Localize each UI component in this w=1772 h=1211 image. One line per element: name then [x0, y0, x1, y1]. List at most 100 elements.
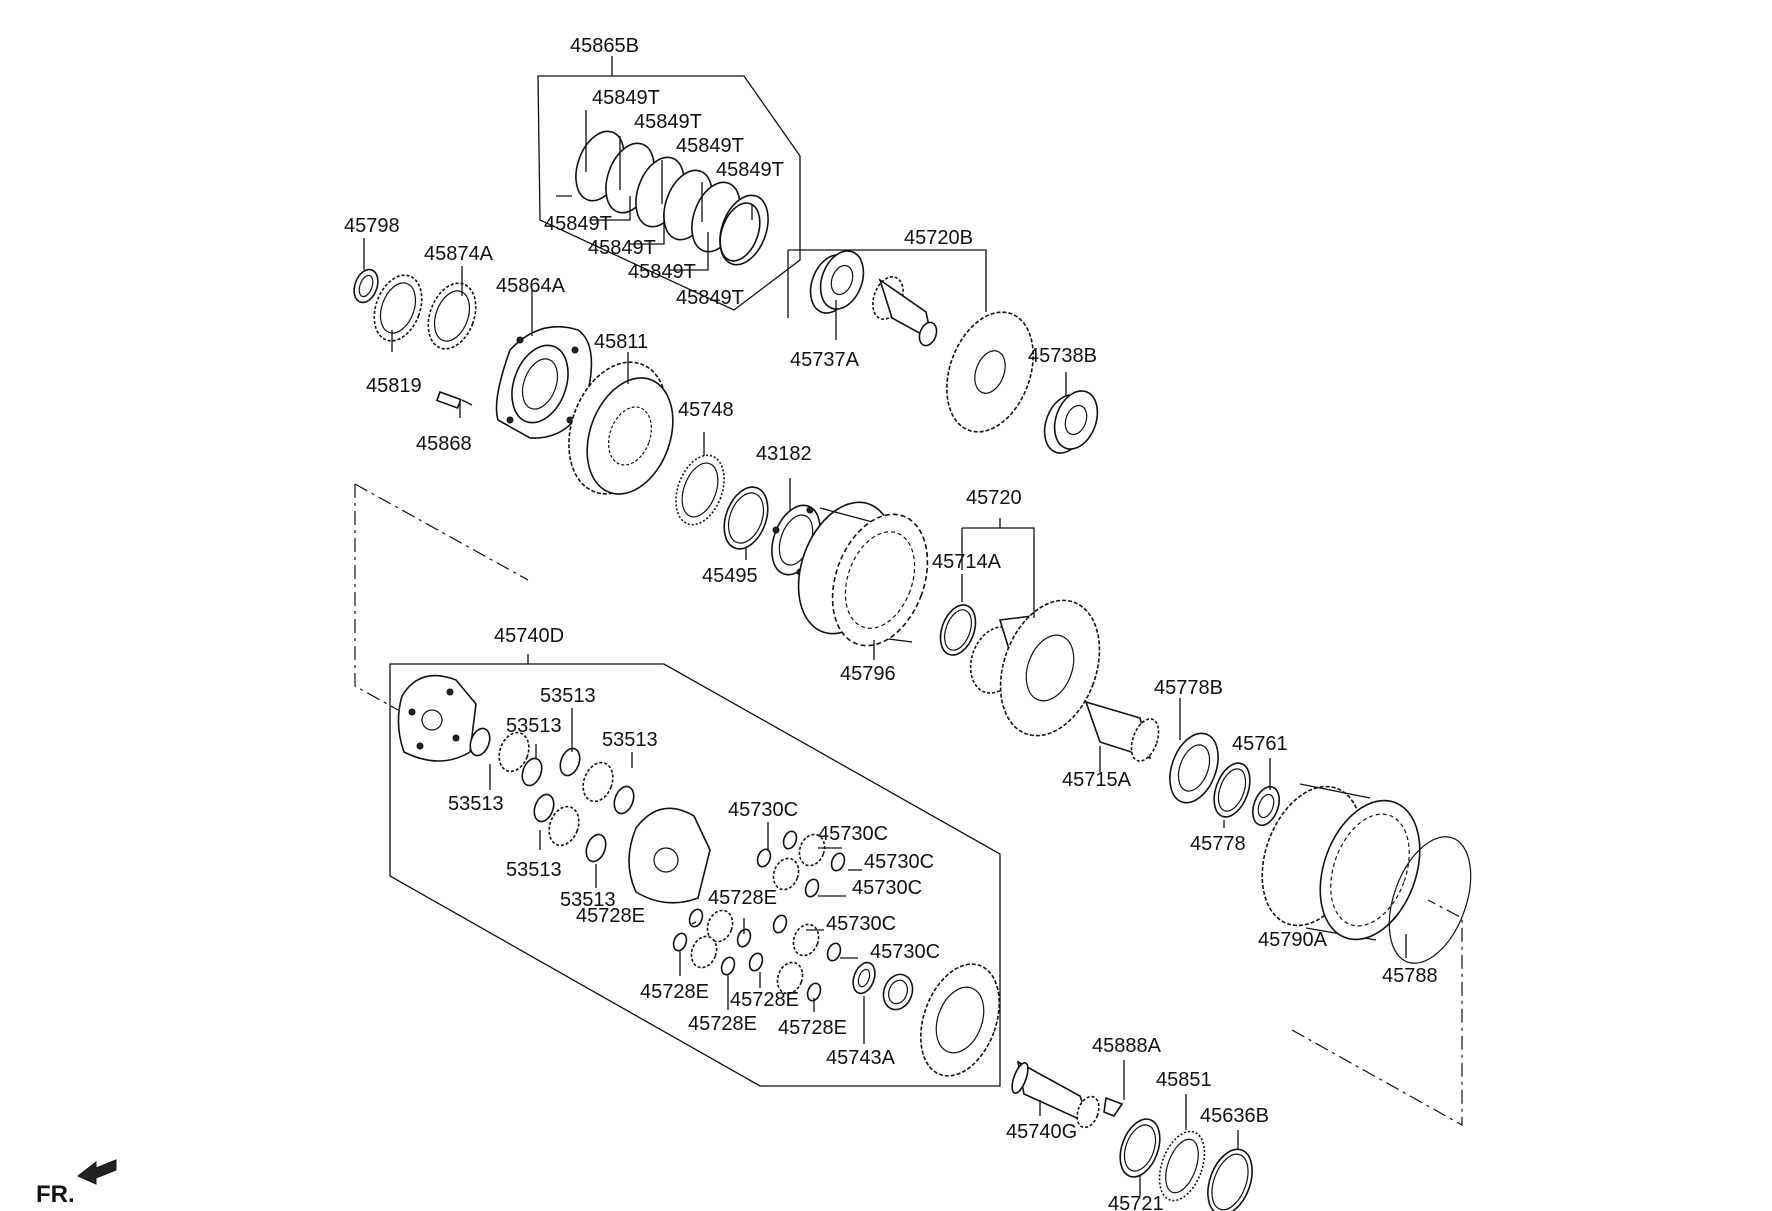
label-45888A: 45888A [1092, 1035, 1162, 1057]
label-45849T-6: 45849T [588, 237, 656, 259]
label-45738B: 45738B [1028, 345, 1097, 367]
label-45788: 45788 [1382, 965, 1438, 987]
bearing-45737A [809, 250, 865, 314]
label-43182: 43182 [756, 443, 812, 465]
label-45714A: 45714A [932, 551, 1002, 573]
bushing [882, 973, 914, 1011]
label-45715A: 45715A [1062, 769, 1132, 791]
label-45864A: 45864A [496, 275, 566, 297]
pinion-set-45730C-45728E [672, 830, 846, 1002]
ring-45636B [1207, 1148, 1253, 1211]
ring-45798 [353, 268, 379, 304]
label-45730C-2: 45730C [818, 823, 888, 845]
bearing-45819 [373, 274, 423, 342]
label-45868: 45868 [416, 433, 472, 455]
label-45728E-3: 45728E [640, 981, 709, 1003]
drum-45796 [797, 501, 929, 647]
guide-line-left-vertical [354, 484, 399, 711]
label-45730C-5: 45730C [826, 913, 896, 935]
label-45743A: 45743A [826, 1047, 896, 1069]
label-45798: 45798 [344, 215, 400, 237]
washer-45743A [852, 961, 876, 995]
label-45849T-4: 45849T [716, 159, 784, 181]
label-45737A: 45737A [790, 349, 860, 371]
shaft-45720B [872, 275, 938, 347]
gear-45811 [568, 361, 674, 495]
label-45849T-1: 45849T [592, 87, 660, 109]
washer-45748 [675, 454, 725, 526]
label-45740G: 45740G [1006, 1121, 1077, 1143]
seal-45761 [1252, 785, 1280, 827]
label-45849T-2: 45849T [634, 111, 702, 133]
label-45761: 45761 [1232, 733, 1288, 755]
label-45819: 45819 [366, 375, 422, 397]
snap-ring-45788 [1388, 836, 1472, 964]
label-45811: 45811 [594, 331, 648, 353]
label-45778: 45778 [1190, 833, 1246, 855]
label-45720B: 45720B [904, 227, 973, 249]
label-45849T-3: 45849T [676, 135, 744, 157]
label-53513-5: 53513 [506, 859, 562, 881]
arrow-icon [77, 1159, 117, 1185]
label-45730C-6: 45730C [870, 941, 940, 963]
label-45849T-5: 45849T [544, 213, 612, 235]
ring-45721 [1119, 1118, 1161, 1178]
label-45728E-6: 45728E [778, 1017, 847, 1039]
label-45849T-7: 45849T [628, 261, 696, 283]
carrier-plate-left [397, 674, 477, 762]
label-45778B: 45778B [1154, 677, 1223, 699]
retainer-plate-45864A [495, 326, 593, 439]
shaft-45715A [1084, 700, 1160, 762]
label-45849T-8: 45849T [676, 287, 744, 309]
guide-line-right [1291, 899, 1463, 1127]
carrier-plate-right [919, 963, 1001, 1077]
clutch-ring-stack [575, 130, 769, 266]
ring-45495 [723, 486, 769, 550]
label-45720: 45720 [966, 487, 1022, 509]
label-53513-1: 53513 [540, 685, 596, 707]
group-box-45865B [537, 75, 801, 311]
label-45796: 45796 [840, 663, 896, 685]
bearing-45738B [1043, 390, 1099, 454]
direction-label: FR. [36, 1181, 75, 1208]
label-45730C-4: 45730C [852, 877, 922, 899]
label-45748: 45748 [678, 399, 734, 421]
drum-45790A [1261, 783, 1421, 941]
label-53513-4: 53513 [448, 793, 504, 815]
carrier-plate-center [628, 807, 711, 904]
label-45721: 45721 [1108, 1193, 1164, 1211]
ring-45778 [1213, 762, 1251, 818]
group-box-45740D [389, 663, 1001, 1087]
label-45636B: 45636B [1200, 1105, 1269, 1127]
label-45495: 45495 [702, 565, 758, 587]
pinion-set-53513 [469, 727, 635, 863]
label-45730C-1: 45730C [728, 799, 798, 821]
label-45874A: 45874A [424, 243, 494, 265]
label-45728E-1: 45728E [576, 905, 645, 927]
leader-lines [363, 56, 1407, 1196]
label-45740D: 45740D [494, 625, 564, 647]
label-45728E-4: 45728E [730, 989, 799, 1011]
shaft-45740G [1011, 1060, 1100, 1129]
label-45851: 45851 [1156, 1069, 1212, 1091]
label-53513-2: 53513 [506, 715, 562, 737]
label-45865B: 45865B [570, 35, 639, 57]
ring-45714A [939, 604, 977, 656]
gear-45720B [946, 311, 1034, 433]
label-45728E-2: 45728E [708, 887, 777, 909]
carrier-45720 [969, 599, 1101, 737]
part-labels: 45865B 45849T 45849T 45849T 45849T 45849… [344, 35, 1438, 1211]
bearing-45851 [1158, 1130, 1206, 1202]
label-45790A: 45790A [1258, 929, 1328, 951]
guide-line-left [354, 483, 529, 581]
clip-45888A [1103, 1096, 1124, 1117]
label-53513-6: 53513 [560, 889, 616, 911]
bolt-45868 [435, 390, 473, 410]
front-direction-indicator: FR. [36, 1159, 117, 1208]
plate-45778B [1169, 732, 1219, 804]
label-53513-3: 53513 [602, 729, 658, 751]
label-45730C-3: 45730C [864, 851, 934, 873]
bearing-45874A [427, 282, 477, 350]
label-45728E-5: 45728E [688, 1013, 757, 1035]
